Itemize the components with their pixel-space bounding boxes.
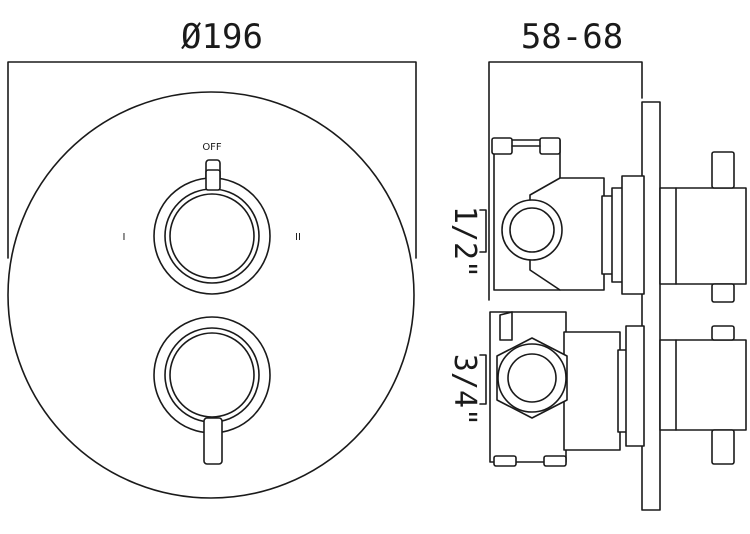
- upper-inlet-bracket: [479, 209, 487, 253]
- upper-side-handle: [659, 151, 747, 303]
- upper-body-sleeve: [621, 175, 645, 295]
- faceplate-outline: [7, 91, 415, 499]
- lower-inlet-port-outer: [497, 343, 567, 413]
- upper-handle-body: [659, 187, 747, 285]
- lower-knob-ring-inner: [169, 332, 255, 418]
- depth-label: 58-68: [521, 17, 623, 57]
- diameter-label: Ø196: [181, 17, 263, 57]
- lower-knob-lever: [203, 417, 223, 465]
- upper-inlet-size: 1/2": [447, 206, 482, 278]
- lower-side-handle: [659, 325, 747, 465]
- upper-knob-lever-cap: [205, 169, 221, 191]
- lower-inlet-bracket: [479, 354, 487, 405]
- upper-control-knob: [153, 159, 271, 295]
- upper-body-cap-left: [491, 137, 513, 155]
- off-mark: OFF: [202, 142, 222, 153]
- diameter-dimension-line: [7, 61, 417, 259]
- position-two-mark: II: [295, 232, 301, 243]
- lower-handle-lever-bottom: [711, 429, 735, 465]
- upper-handle-lever-top: [711, 151, 735, 189]
- lower-inlet-hex: [496, 337, 568, 419]
- side-view: 58-68: [447, 17, 747, 511]
- upper-inlet-port-outer: [501, 199, 563, 261]
- depth-dimension-line: [488, 61, 643, 301]
- lower-valve-body: [489, 311, 645, 467]
- lower-body-neck: [563, 331, 621, 451]
- lower-body-foot-right: [543, 455, 567, 467]
- wall-plate: [641, 101, 661, 511]
- upper-knob-ring-outer: [153, 177, 271, 295]
- upper-knob-ring-inner: [169, 193, 255, 279]
- lower-body-tab: [499, 311, 513, 341]
- lower-control-knob: [153, 316, 271, 465]
- lower-inlet-size: 3/4": [447, 354, 482, 426]
- upper-body-cap-right: [539, 137, 561, 155]
- lower-handle-lever-top: [711, 325, 735, 341]
- upper-inlet-port-inner: [509, 207, 555, 253]
- upper-valve-body: [491, 137, 645, 295]
- lower-body-sleeve: [625, 325, 645, 447]
- position-one-mark: I: [123, 232, 126, 243]
- lower-knob-ring-outer: [153, 316, 271, 434]
- upper-handle-lever-bottom: [711, 283, 735, 303]
- lower-body-foot-left: [493, 455, 517, 467]
- lower-handle-body: [659, 339, 747, 431]
- lower-inlet-port-inner: [507, 353, 557, 403]
- front-view: Ø196 OFF I II: [7, 17, 417, 499]
